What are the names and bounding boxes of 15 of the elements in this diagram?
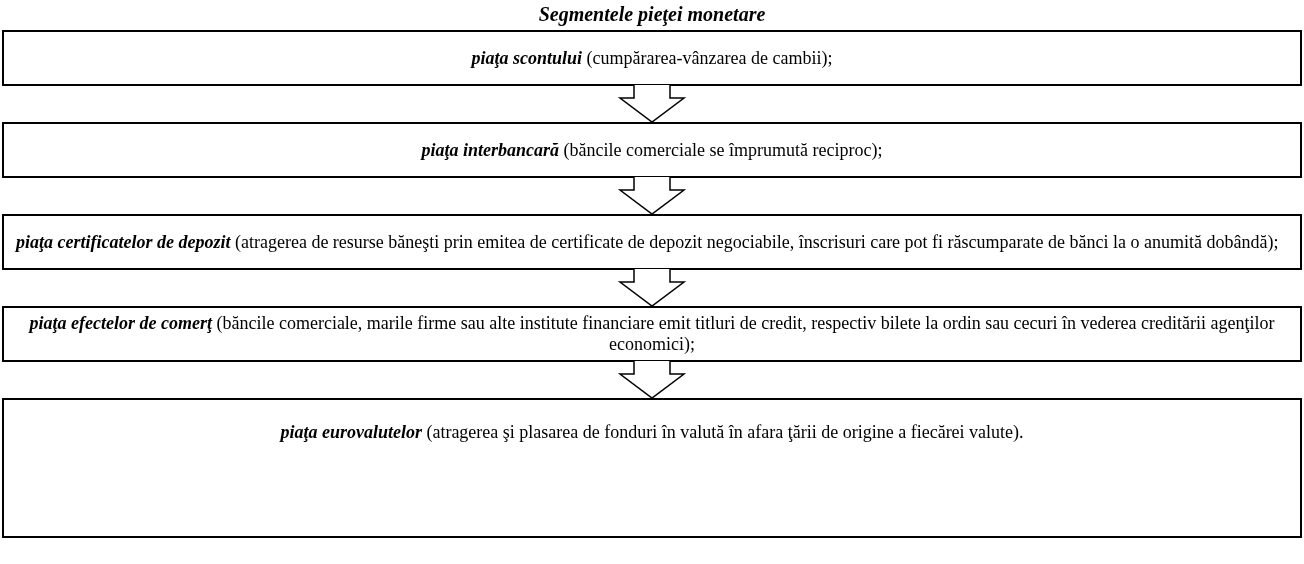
segment-box — [2, 30, 1302, 86]
segment-description: piaţa interbancară (băncile comerciale se împrumută reciproc); — [421, 139, 883, 161]
segment-box — [2, 122, 1302, 178]
block-arrow — [617, 84, 687, 123]
segment-box — [2, 306, 1302, 362]
segment-description: piaţa scontului (cumpărarea-vânzarea de cambii); — [471, 47, 833, 69]
segment-box — [2, 398, 1302, 538]
segment-description: piaţa certificatelor de depozit (atragerea de resurse băneşti prin emitea de certificate de depozit negociabile, înscrisuri care pot fi răscumparate de bănci la o anumită dobândă); — [16, 231, 1279, 253]
block-arrow — [617, 360, 687, 399]
segment-box — [2, 214, 1302, 270]
diagram-title: Segmentele pieţei monetare — [537, 2, 767, 26]
block-arrow — [617, 176, 687, 215]
segment-description: piaţa eurovalutelor (atragerea şi plasarea de fonduri în valută în afara ţării de origine a fiecărei valute). — [280, 422, 1024, 443]
segment-description: piaţa efectelor de comerţ (băncile comerciale, marile firme sau alte institute financiare emit titluri de credit, respectiv bilete la ordin sau cecuri în vederea creditării agenţilor economici); — [27, 313, 1276, 355]
block-arrow — [617, 268, 687, 307]
